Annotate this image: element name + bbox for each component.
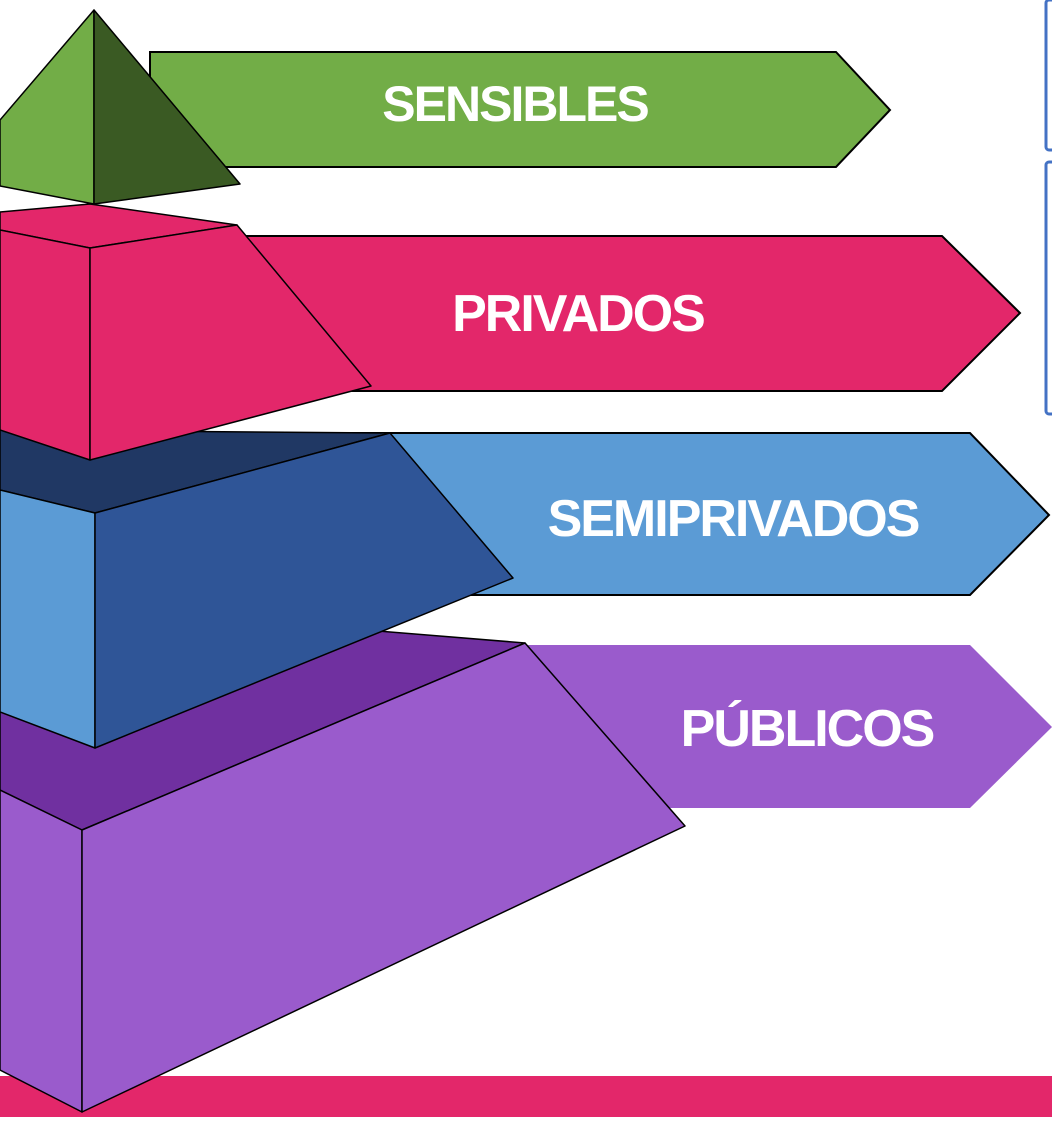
side-panels [1044,0,1052,416]
label-semiprivados: SEMIPRIVADOS [548,490,919,548]
arrow-privados: PRIVADOS [199,235,1022,392]
tier-privados [0,203,372,461]
tier-sensibles [0,9,241,205]
label-publicos: PÚBLICOS [681,700,934,758]
label-privados: PRIVADOS [452,285,704,343]
bottom-bar [0,1076,1052,1117]
label-sensibles: SENSIBLES [382,76,648,132]
arrow-sensibles: SENSIBLES [149,51,892,168]
